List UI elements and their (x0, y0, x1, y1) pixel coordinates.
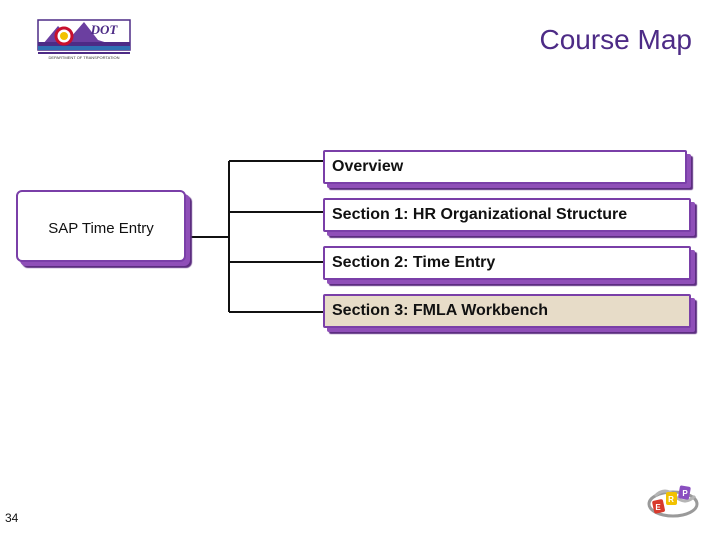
section-overview[interactable]: Overview (323, 150, 687, 184)
cdot-logo: DOT DEPARTMENT OF TRANSPORTATION (37, 19, 131, 60)
course-root-box: SAP Time Entry (16, 190, 186, 262)
svg-text:DOT: DOT (90, 22, 119, 37)
section-2-label: Section 2: Time Entry (332, 254, 496, 271)
page-number: 34 (5, 511, 19, 525)
svg-text:P: P (682, 489, 688, 498)
svg-text:E: E (655, 503, 661, 512)
page-title: Course Map (539, 24, 692, 55)
section-1-hr-structure[interactable]: Section 1: HR Organizational Structure (323, 198, 691, 232)
section-overview-label: Overview (332, 158, 404, 175)
section-3-fmla-workbench[interactable]: Section 3: FMLA Workbench (323, 294, 691, 328)
svg-text:R: R (668, 495, 674, 504)
section-1-label: Section 1: HR Organizational Structure (332, 206, 628, 223)
section-2-time-entry[interactable]: Section 2: Time Entry (323, 246, 691, 280)
section-3-label: Section 3: FMLA Workbench (332, 302, 549, 319)
course-root-label: SAP Time Entry (48, 220, 154, 237)
svg-text:DEPARTMENT OF TRANSPORTATION: DEPARTMENT OF TRANSPORTATION (48, 55, 119, 60)
erp-puzzle-icon: E R P (647, 485, 699, 518)
